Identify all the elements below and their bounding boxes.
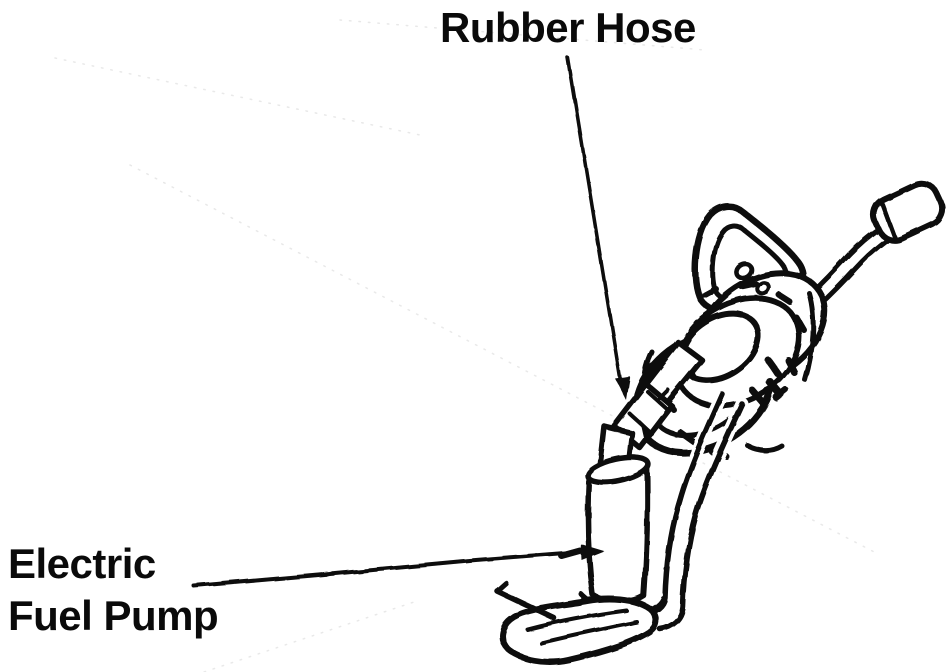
wire-lead [772, 180, 946, 339]
label-rubber-hose: Rubber Hose [440, 4, 696, 51]
wire-connector-icon [870, 180, 946, 243]
label-electric-line: Electric [8, 540, 156, 587]
scan-noise [54, 19, 881, 672]
return-pipe [638, 387, 749, 636]
electric-fuel-pump-callout-arrow [192, 544, 604, 588]
foot-rod [494, 588, 557, 621]
strainer-foot-bracket [494, 580, 659, 665]
mounting-flange-ring [631, 261, 828, 459]
electric-fuel-pump-body [578, 454, 666, 616]
rubber-hose-callout-arrow [566, 56, 630, 400]
label-fuel-pump-line: Fuel Pump [8, 592, 219, 639]
label-electric-fuel-pump: Electric Fuel Pump [8, 538, 219, 642]
